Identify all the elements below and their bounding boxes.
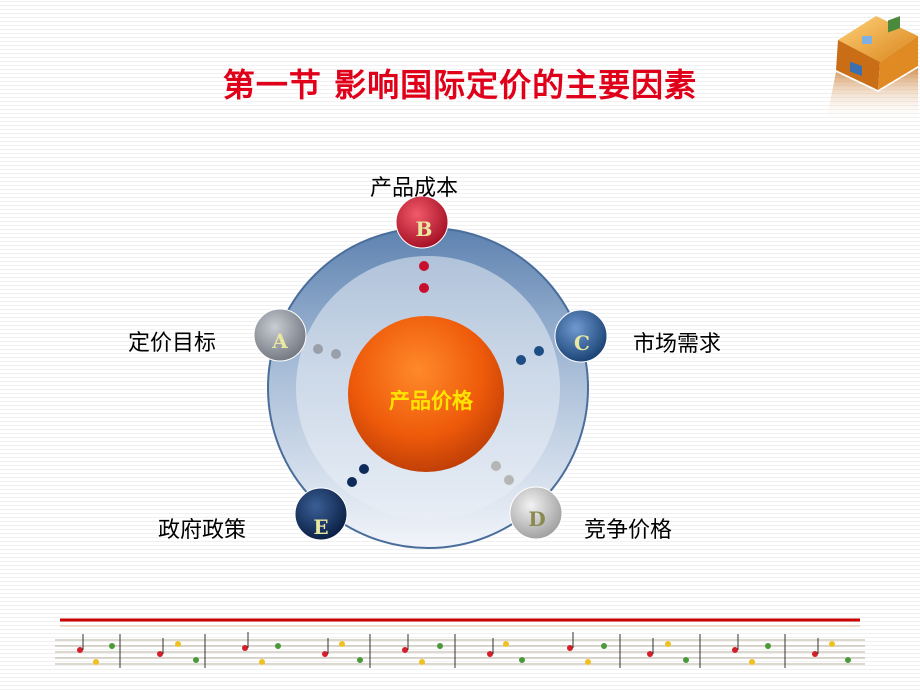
cube-logo-icon <box>826 16 918 122</box>
connector-dots-d <box>491 461 514 485</box>
node-a: A <box>253 308 307 362</box>
music-notes-icon <box>77 632 851 668</box>
node-c: C <box>554 309 608 363</box>
label-d: 竞争价格 <box>584 518 673 543</box>
node-e-letter: E <box>313 515 328 539</box>
node-b: B <box>395 195 449 249</box>
node-e: E <box>294 487 348 541</box>
node-d: D <box>509 486 563 540</box>
node-b-letter: B <box>416 217 433 241</box>
connector-dots-a <box>313 344 341 359</box>
label-b: 产品成本 <box>370 176 459 201</box>
music-staff-footer <box>55 618 865 668</box>
slide-title: 第一节 影响国际定价的主要因素 <box>222 66 698 104</box>
node-a-letter: A <box>271 329 288 353</box>
center-circle <box>348 316 504 472</box>
center-label: 产品价格 <box>389 389 474 413</box>
node-c-letter: C <box>574 331 590 355</box>
connector-dots-e <box>347 464 369 487</box>
connector-dots-b <box>419 261 429 293</box>
node-d-letter: D <box>528 507 545 531</box>
label-c: 市场需求 <box>633 332 722 357</box>
label-e: 政府政策 <box>158 518 247 543</box>
connector-dots-c <box>516 346 544 365</box>
label-a: 定价目标 <box>128 331 217 356</box>
